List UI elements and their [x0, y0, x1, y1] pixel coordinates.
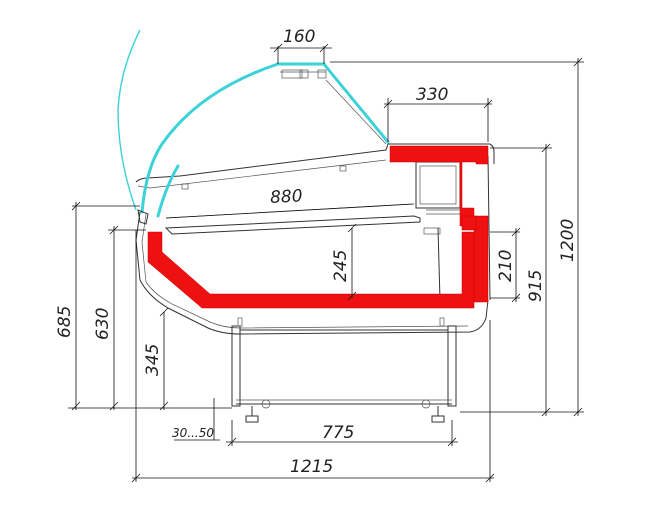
- left-foot: [245, 399, 271, 423]
- open-glass: [117, 29, 141, 211]
- dim-tub-depth: 245: [331, 250, 351, 282]
- stand-frame: [231, 317, 457, 423]
- dim-compartment-height: 210: [496, 250, 516, 282]
- dim-top-width: 160: [283, 27, 315, 47]
- insulation-rear-top: [389, 145, 489, 227]
- right-foot: [421, 399, 445, 423]
- dim-front-height-630: 630: [93, 308, 113, 340]
- front-glass: [140, 62, 280, 214]
- dim-base-width: 775: [322, 423, 354, 443]
- top-glass: [276, 62, 390, 144]
- dimension-lines: [68, 43, 584, 483]
- dim-inner-depth: 880: [270, 186, 303, 208]
- dim-counter-height: 915: [526, 270, 546, 302]
- dim-tub-bottom-height: 345: [143, 344, 163, 376]
- insulation-tub: [147, 231, 475, 309]
- canopy: [135, 143, 495, 183]
- dim-feet-adjust: 30...50: [172, 426, 214, 440]
- dim-shelf-width: 330: [416, 85, 448, 105]
- dim-front-height-685: 685: [55, 306, 75, 338]
- dim-total-height: 1200: [558, 219, 578, 262]
- dimension-labels: 160 330 880 245 1200 915 210 685 630 345…: [55, 27, 578, 477]
- insulation-rear-wall: [473, 215, 489, 303]
- insulation: [147, 145, 489, 309]
- outer-contour: [135, 211, 489, 335]
- lower-glass: [156, 164, 180, 218]
- glass: [117, 29, 390, 218]
- dim-total-width: 1215: [290, 457, 333, 477]
